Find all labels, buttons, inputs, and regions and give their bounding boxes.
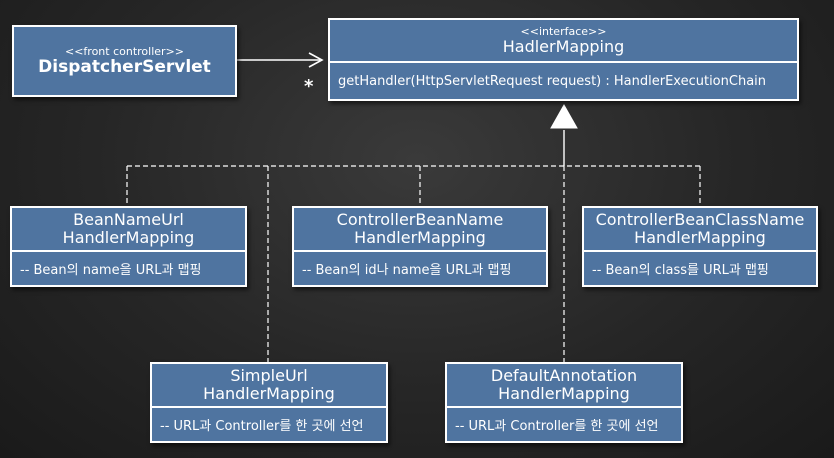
- controllerbeanclassname-header: ControllerBeanClassName HandlerMapping: [584, 208, 816, 252]
- defaultannotation-name-line2: HandlerMapping: [498, 384, 630, 403]
- controllerbeanname-name-line2: HandlerMapping: [354, 228, 486, 247]
- dispatcher-name: DispatcherServlet: [38, 56, 211, 77]
- defaultannotation-handler-mapping-box: DefaultAnnotation HandlerMapping -- URL과…: [445, 362, 683, 443]
- defaultannotation-note: -- URL과 Controller를 한 곳에 선언: [455, 419, 659, 434]
- defaultannotation-header: DefaultAnnotation HandlerMapping: [447, 364, 681, 408]
- realization-triangle: [550, 103, 578, 129]
- controllerbeanname-name-line1: ControllerBeanName: [336, 210, 504, 229]
- simpleurl-note: -- URL과 Controller를 한 곳에 선언: [160, 419, 364, 434]
- handler-mapping-header: <<interface>> HadlerMapping: [330, 20, 797, 63]
- controllerbeanclassname-handler-mapping-box: ControllerBeanClassName HandlerMapping -…: [582, 206, 818, 287]
- controllerbeanname-note: -- Bean의 id나 name을 URL과 맵핑: [302, 263, 512, 278]
- controllerbeanname-header: ControllerBeanName HandlerMapping: [294, 208, 546, 252]
- interface-name: HadlerMapping: [502, 36, 625, 56]
- simpleurl-name-line2: HandlerMapping: [203, 384, 335, 403]
- simpleurl-name-line1: SimpleUrl: [230, 366, 308, 385]
- beannameurl-name-line2: HandlerMapping: [62, 228, 195, 247]
- beannameurl-name-line1: BeanNameUrl: [73, 210, 184, 229]
- beannameurl-handler-mapping-box: BeanNameUrl HandlerMapping -- Bean의 name…: [10, 206, 247, 287]
- association-arrowhead: [308, 52, 324, 68]
- interface-stereotype: <<interface>>: [520, 24, 607, 38]
- controllerbeanclassname-name-line2: HandlerMapping: [634, 228, 766, 247]
- interface-method: getHandler(HttpServletRequest request) :…: [338, 73, 767, 89]
- defaultannotation-name-line1: DefaultAnnotation: [490, 366, 638, 385]
- dispatcher-stereotype: <<front controller>>: [64, 44, 184, 58]
- simpleurl-header: SimpleUrl HandlerMapping: [152, 364, 386, 408]
- controllerbeanclassname-name-line1: ControllerBeanClassName: [595, 210, 805, 229]
- handler-mapping-interface-box: <<interface>> HadlerMapping getHandler(H…: [328, 18, 799, 101]
- dispatcher-servlet-box: <<front controller>> DispatcherServlet: [12, 25, 237, 97]
- controllerbeanname-handler-mapping-box: ControllerBeanName HandlerMapping -- Bea…: [292, 206, 548, 287]
- beannameurl-note: -- Bean의 name을 URL과 맵핑: [20, 263, 202, 278]
- simpleurl-handler-mapping-box: SimpleUrl HandlerMapping -- URL과 Control…: [150, 362, 388, 443]
- beannameurl-header: BeanNameUrl HandlerMapping: [12, 208, 245, 252]
- association-multiplicity: *: [304, 76, 314, 97]
- controllerbeanclassname-note: -- Bean의 class를 URL과 맵핑: [592, 263, 769, 278]
